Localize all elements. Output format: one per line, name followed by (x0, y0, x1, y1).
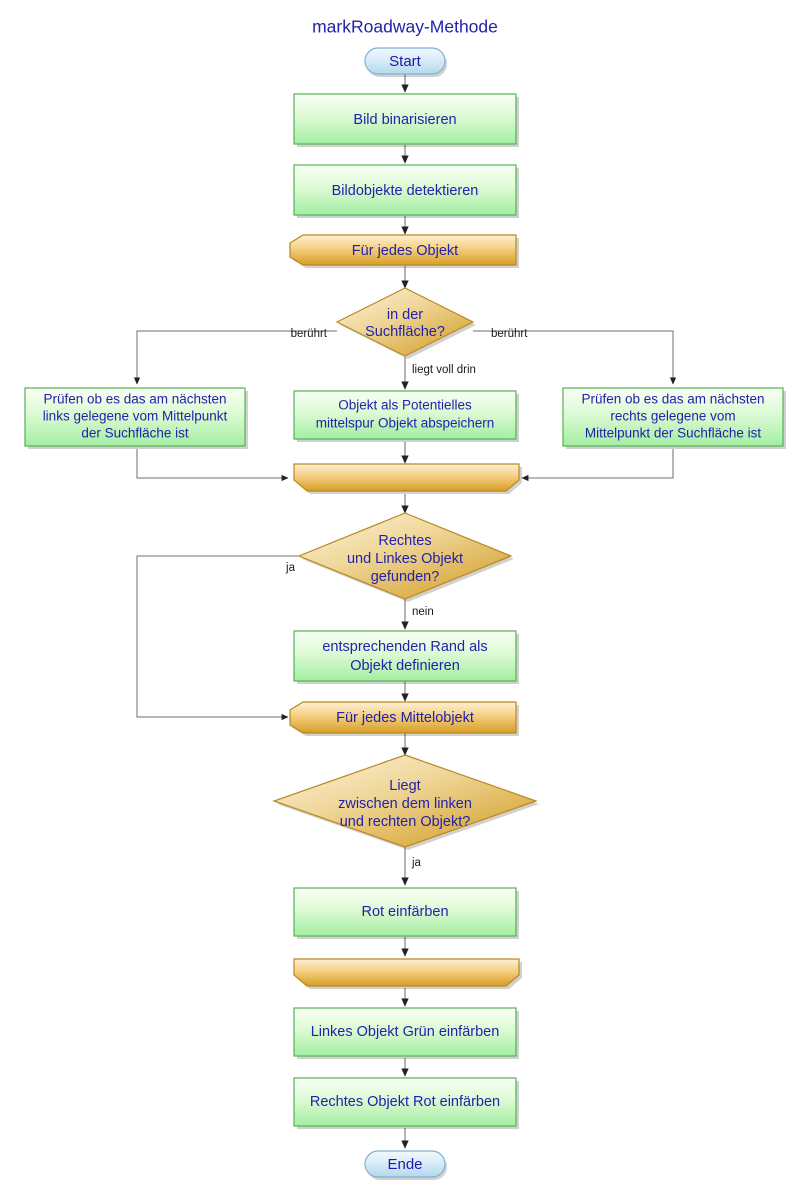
node-pruefen-rechts-line3: Mittelpunkt der Suchfläche ist (585, 426, 762, 441)
node-start-label: Start (389, 53, 422, 70)
edge-dec1-left-to-links (133, 330, 337, 385)
node-start-shape (364, 47, 446, 75)
node-loop1-start-shape (289, 234, 517, 266)
node-pruefen-rechts-shape (562, 387, 784, 447)
node-decision-gefunden-shape (297, 512, 513, 600)
node-pruefen-links-line2: links gelegene vom Mittelpunkt (43, 409, 228, 424)
node-binarisieren-label: Bild binarisieren (353, 112, 456, 128)
node-decision-zwischen-line3: und rechten Objekt? (340, 814, 471, 830)
edge-dec1-right-to-rechts (473, 330, 677, 385)
node-ende-label: Ende (387, 1156, 422, 1173)
node-detektieren[interactable]: Bildobjekte detektieren (293, 164, 519, 218)
edge-label-ja-dec2: ja (285, 562, 296, 574)
node-ende[interactable]: Ende (364, 1150, 447, 1180)
node-decision-zwischen[interactable]: Liegt zwischen dem linken und rechten Ob… (272, 754, 539, 850)
diagram-title: markRoadway-Methode (312, 17, 498, 37)
node-rot-einfaerben-label: Rot einfärben (361, 904, 448, 920)
edge-label-liegt-voll-drin: liegt voll drin (412, 364, 476, 376)
node-decision-zwischen-line2: zwischen dem linken (338, 796, 472, 812)
node-decision-suchflaeche-shape (335, 287, 475, 357)
node-rechtes-rot-label: Rechtes Objekt Rot einfärben (310, 1094, 500, 1110)
node-start[interactable]: Start (364, 47, 447, 77)
node-loop1-end[interactable] (293, 463, 522, 494)
node-loop1-end-shape (293, 463, 520, 492)
edge-links-to-loop1end (136, 449, 289, 482)
edge-label-ja-dec3: ja (411, 857, 422, 869)
node-rechtes-rot[interactable]: Rechtes Objekt Rot einfärben (293, 1077, 519, 1129)
node-decision-suchflaeche-line1: in der (387, 307, 423, 323)
node-decision-zwischen-line1: Liegt (389, 778, 420, 794)
node-loop2-end[interactable] (293, 958, 522, 989)
node-decision-gefunden-line2: und Linkes Objekt (347, 551, 463, 567)
node-binarisieren[interactable]: Bild binarisieren (293, 93, 519, 147)
node-loop2-start-shape (289, 701, 517, 734)
node-decision-suchflaeche[interactable]: in der Suchfläche? (335, 287, 476, 359)
node-decision-zwischen-shape (272, 754, 538, 848)
node-rand-definieren[interactable]: entsprechenden Rand als Objekt definiere… (293, 630, 519, 684)
node-rand-definieren-line2: Objekt definieren (350, 658, 460, 674)
edge-rechts-to-loop1end (521, 449, 674, 482)
node-objekt-abspeichern[interactable]: Objekt als Potentielles mittelspur Objek… (293, 390, 519, 442)
node-pruefen-rechts[interactable]: Prüfen ob es das am nächsten rechts gele… (562, 387, 786, 449)
node-decision-gefunden-line3: gefunden? (371, 569, 440, 585)
node-pruefen-rechts-line1: Prüfen ob es das am nächsten (581, 392, 764, 407)
node-objekt-abspeichern-line1: Objekt als Potentielles (338, 398, 472, 413)
node-pruefen-links-line1: Prüfen ob es das am nächsten (43, 392, 226, 407)
node-rot-einfaerben-shape (293, 887, 517, 937)
node-loop2-end-shape (293, 958, 520, 987)
node-pruefen-links-shape (24, 387, 246, 447)
node-decision-suchflaeche-line2: Suchfläche? (365, 324, 445, 340)
node-loop1-start-label: Für jedes Objekt (352, 243, 458, 259)
node-objekt-abspeichern-line2: mittelspur Objekt abspeichern (316, 416, 495, 431)
node-loop1-start[interactable]: Für jedes Objekt (289, 234, 519, 268)
node-pruefen-rechts-line2: rechts gelegene vom (610, 409, 735, 424)
node-decision-gefunden-line1: Rechtes (378, 533, 431, 549)
node-rand-definieren-shape (293, 630, 517, 682)
node-rand-definieren-line1: entsprechenden Rand als (322, 639, 487, 655)
node-pruefen-links-line3: der Suchfläche ist (81, 426, 189, 441)
node-loop2-start[interactable]: Für jedes Mittelobjekt (289, 701, 519, 736)
node-rechtes-rot-shape (293, 1077, 517, 1127)
node-loop2-start-label: Für jedes Mittelobjekt (336, 710, 474, 726)
connector-layer (133, 74, 677, 1149)
edge-label-beruehrt-right: berührt (491, 328, 528, 340)
node-binarisieren-shape (293, 93, 517, 145)
edge-label-beruehrt-left: berührt (291, 328, 328, 340)
node-detektieren-shape (293, 164, 517, 216)
edge-label-nein-dec2: nein (412, 606, 434, 618)
node-pruefen-links[interactable]: Prüfen ob es das am nächsten links geleg… (24, 387, 248, 449)
node-linkes-gruen-label: Linkes Objekt Grün einfärben (311, 1024, 500, 1040)
node-decision-gefunden[interactable]: Rechtes und Linkes Objekt gefunden? (297, 512, 514, 602)
edge-dec2-ja-to-loop2 (136, 555, 337, 721)
node-linkes-gruen-shape (293, 1007, 517, 1057)
node-objekt-abspeichern-shape (293, 390, 517, 440)
node-ende-shape (364, 1150, 446, 1178)
node-detektieren-label: Bildobjekte detektieren (332, 183, 479, 199)
node-rot-einfaerben[interactable]: Rot einfärben (293, 887, 519, 939)
node-linkes-gruen[interactable]: Linkes Objekt Grün einfärben (293, 1007, 519, 1059)
